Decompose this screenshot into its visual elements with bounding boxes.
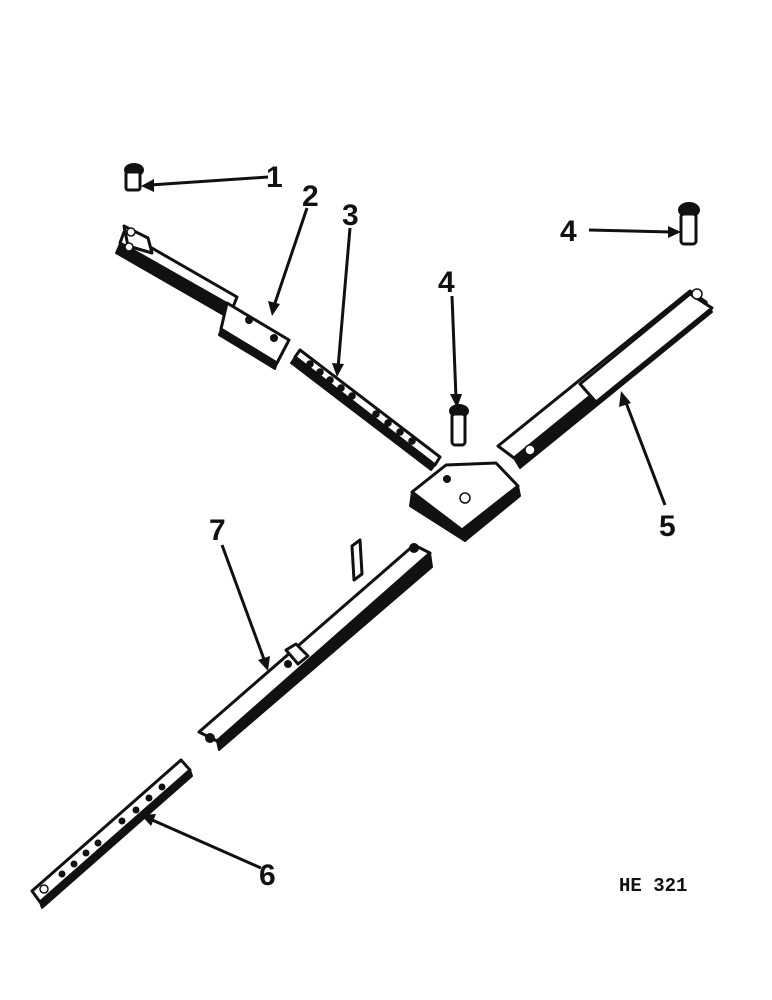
leader-lines bbox=[141, 175, 681, 870]
callout-3: 3 bbox=[342, 199, 359, 232]
bolt-part-4-center bbox=[449, 404, 469, 447]
perforated-strap-part-3 bbox=[290, 348, 442, 471]
perforated-strap-part-6 bbox=[30, 758, 193, 909]
callout-7: 7 bbox=[209, 514, 226, 547]
callout-4-right: 4 bbox=[560, 215, 577, 248]
bolt-part-1 bbox=[124, 163, 144, 192]
callout-1: 1 bbox=[266, 161, 283, 194]
hitch-bar-part-2 bbox=[115, 224, 291, 370]
figure-id: HE 321 bbox=[619, 875, 687, 897]
callout-4-center: 4 bbox=[438, 266, 455, 299]
bolt-part-4-right bbox=[678, 202, 700, 246]
callout-6: 6 bbox=[259, 859, 276, 892]
square-tube-part-7 bbox=[197, 538, 433, 751]
corner-bar-part-5 bbox=[409, 288, 714, 542]
callout-2: 2 bbox=[302, 180, 319, 213]
callout-5: 5 bbox=[659, 510, 676, 543]
